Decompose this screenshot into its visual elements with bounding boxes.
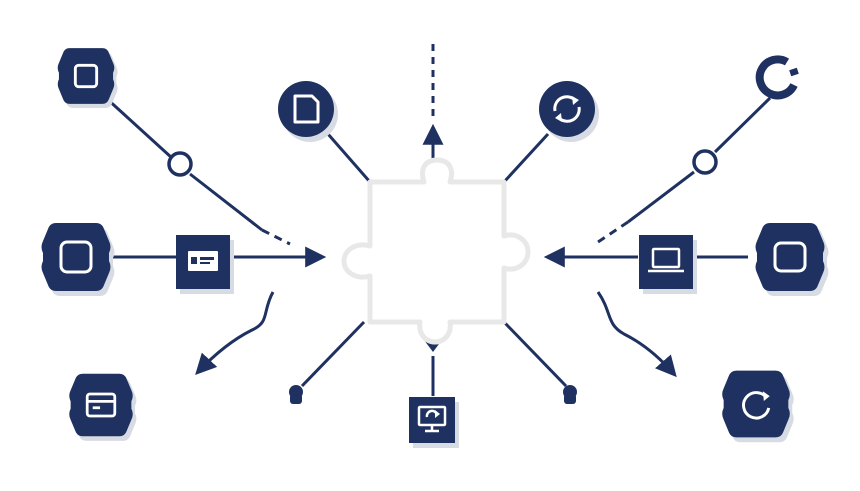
connector-top-left-lower [189, 172, 263, 232]
connector-bottom-right-curve [596, 291, 677, 378]
square-icon [59, 240, 93, 274]
browser-window-icon [85, 392, 117, 418]
node-bottom-left[interactable] [69, 373, 137, 441]
connector-bottom-left-curve [195, 291, 275, 376]
puzzle-piece-outline [341, 157, 531, 345]
ring-node-right [692, 149, 718, 175]
connector-top-left [103, 95, 174, 160]
node-top-right[interactable] [755, 55, 799, 100]
connector-top-inner-right [502, 132, 550, 184]
ring-node-left [167, 151, 193, 177]
node-top-inner-left[interactable] [278, 81, 338, 142]
node-mid-right-box[interactable] [639, 235, 697, 294]
node-mid-left[interactable] [41, 223, 115, 296]
square-icon [73, 63, 99, 89]
puzzle-piece [341, 157, 531, 345]
node-top-left[interactable] [57, 48, 118, 108]
node-bottom-right[interactable] [722, 370, 794, 443]
connector-top-right [713, 96, 772, 154]
connectors [103, 44, 772, 396]
connector-top-right-dash [597, 220, 629, 244]
endpoint-lock-right [563, 385, 577, 404]
id-card-icon [188, 251, 218, 271]
connector-top-right-lower [627, 170, 695, 224]
ring-icon [755, 55, 798, 100]
connector-bottom-inner-right [502, 320, 568, 388]
laptop-icon [648, 247, 684, 273]
node-mid-right[interactable] [755, 223, 829, 296]
document-icon [293, 94, 320, 124]
refresh-icon [742, 391, 771, 420]
node-mid-left-box[interactable] [176, 235, 234, 294]
node-top-inner-right[interactable] [539, 81, 599, 142]
connector-bottom-inner-left [300, 320, 366, 388]
connector-top-inner-left [326, 133, 372, 183]
node-bottom-center[interactable] [409, 397, 459, 448]
connector-top-left-dash [261, 228, 291, 246]
square-icon [773, 241, 807, 273]
endpoint-lock-left [289, 385, 303, 404]
monitor-refresh-icon [417, 405, 447, 433]
